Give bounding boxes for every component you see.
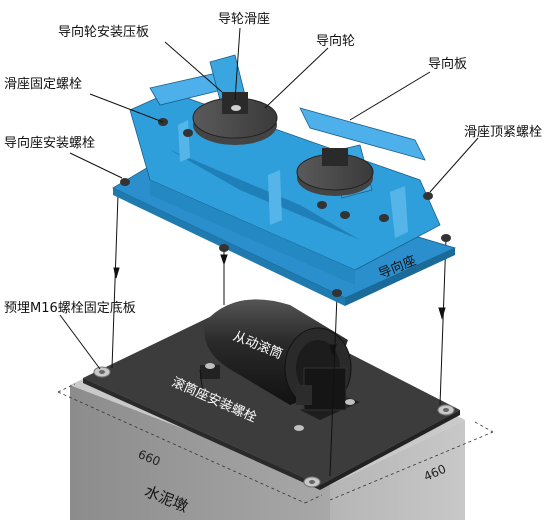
guide-wheel-right-axle-block	[322, 148, 348, 166]
corner-nut-right	[437, 404, 455, 416]
label-guide-wheel: 导向轮	[316, 34, 356, 49]
depth-dimension-tick	[474, 421, 494, 433]
guide-wheel-left-axle-block	[222, 92, 248, 114]
arrow-head-right	[438, 307, 446, 320]
corner-nut-front	[303, 476, 321, 488]
leader-slide-top-bolt	[429, 137, 479, 193]
drum-bolt-right	[345, 399, 355, 405]
pier-side-face	[330, 420, 465, 520]
leader-seat-mount-bolt	[69, 152, 123, 179]
leader-guide-plate	[349, 71, 431, 121]
leader-embedded-plate	[59, 314, 101, 370]
guide-seat-rib-1	[178, 120, 190, 162]
leader-slide	[234, 27, 241, 101]
arrow-head-front	[329, 344, 337, 357]
guide-seat-rib-3	[390, 186, 408, 238]
label-guide-plate: 导向板	[428, 57, 468, 72]
guide-seat-channel	[170, 150, 360, 240]
guide-seat	[112, 54, 457, 306]
seat-bolt-mid-3	[379, 214, 389, 222]
seat-bolt-mid-2	[340, 211, 350, 219]
seat-bolt-front-left	[120, 178, 130, 186]
seat-bolt-center	[219, 244, 229, 252]
label-guide-wheel-mount-plate: 导向轮安装压板	[58, 25, 150, 40]
drum-bolt-left	[205, 363, 215, 369]
label-guide-seat-mount-bolt: 导向座安装螺栓	[4, 136, 96, 151]
label-guide-wheel-slide: 导轮滑座	[218, 12, 271, 27]
drum-foot-left	[200, 365, 220, 379]
label-slide-top-bolt: 滑座顶紧螺栓	[464, 125, 543, 140]
installation-arrows	[111, 194, 447, 477]
corner-nut-left	[93, 366, 111, 378]
guide-plate-rail	[299, 107, 426, 161]
seat-bolt-right-corner	[441, 234, 451, 242]
drum-bearing-flange	[296, 385, 312, 405]
guide-seat-rib-2	[268, 170, 282, 225]
seat-bolt-mid-1	[317, 201, 327, 209]
bolt-line-front	[329, 294, 338, 477]
bolt-line-left	[111, 194, 119, 369]
arrow-head-left	[113, 267, 120, 279]
plate-side-edge	[320, 410, 460, 490]
drum-bolt-front	[294, 425, 304, 431]
label-slide-fix-bolt: 滑座固定螺栓	[4, 77, 83, 92]
seat-bolt-front-corner	[332, 289, 342, 297]
driven-drum-assembly	[200, 299, 360, 431]
guide-seat-flange-side	[345, 248, 455, 306]
bolt-line-right	[439, 237, 447, 406]
pier-front-face	[70, 385, 330, 520]
seat-bolt-top-tight	[423, 192, 433, 200]
leader-lines	[59, 27, 479, 396]
leader-wheel	[264, 47, 329, 109]
guide-seat-body-front	[150, 180, 355, 285]
arrow-head-center	[220, 254, 228, 266]
plate-front-edge	[83, 378, 320, 490]
guide-seat-flange-front	[113, 188, 345, 306]
seat-bolts	[120, 118, 451, 297]
leader-drum-bolt	[199, 369, 204, 396]
guide-wheel-left-axle-nut	[231, 105, 241, 111]
leader-slide-fix-bolt	[89, 93, 164, 123]
leader-mount-plate	[164, 41, 223, 93]
seat-bolt-slide-fix-2	[183, 129, 193, 137]
label-embedded-plate: 预埋M16螺栓固定底板	[4, 301, 136, 316]
